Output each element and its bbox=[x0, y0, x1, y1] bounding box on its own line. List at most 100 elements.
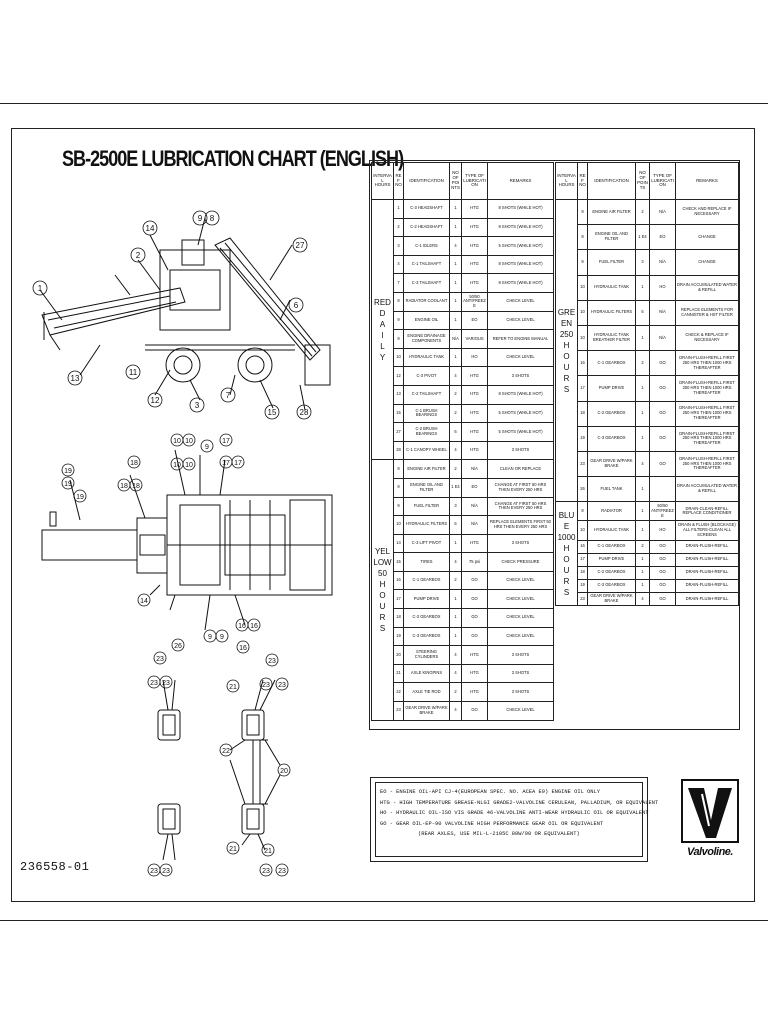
ref-cell: 23 bbox=[577, 450, 588, 478]
type-cell: HTG bbox=[461, 663, 488, 684]
remarks-cell: CHECK LEVEL bbox=[487, 589, 554, 610]
identification-cell: PUMP DRIVE bbox=[587, 375, 636, 402]
type-cell: HTG bbox=[461, 384, 488, 405]
ref-cell: 4 bbox=[393, 254, 404, 275]
points-cell: 1 bbox=[449, 626, 462, 647]
bottom-rule bbox=[0, 920, 768, 921]
points-cell: 4 bbox=[449, 552, 462, 572]
type-cell: GO bbox=[649, 450, 676, 478]
header-interval: INTERVAL HOURS bbox=[371, 162, 394, 200]
type-cell: HTG bbox=[461, 440, 488, 461]
svg-text:28: 28 bbox=[300, 408, 309, 417]
brand-name: Valvoline. bbox=[687, 846, 733, 858]
ref-cell: 26 bbox=[577, 476, 588, 503]
ref-cell: 10 bbox=[577, 520, 588, 541]
svg-text:16: 16 bbox=[250, 623, 258, 630]
remarks-cell: 8 SHOTS (WHILE HOT) bbox=[487, 217, 554, 238]
points-cell: 1 bbox=[449, 217, 462, 238]
identification-cell: C-2 HEADSHAFT bbox=[403, 217, 450, 238]
svg-text:23: 23 bbox=[150, 680, 158, 687]
remarks-cell: DRAIN-FLUSH-REFILL bbox=[675, 552, 739, 567]
ref-cell: 28 bbox=[393, 440, 404, 461]
remarks-cell: 3 SHOTS bbox=[487, 366, 554, 386]
remarks-cell: DRAIN-CLEAN-REFILL REPLACE CONDITIONER bbox=[675, 501, 739, 522]
svg-text:21: 21 bbox=[229, 846, 237, 853]
ref-cell: 9 bbox=[577, 198, 588, 226]
svg-text:9: 9 bbox=[205, 444, 209, 451]
points-cell: 1 E4 bbox=[449, 477, 462, 498]
legend-line: (REAR AXLES, USE MIL-L-2105C 80W/90 OR E… bbox=[418, 831, 580, 838]
points-cell: 1 bbox=[449, 254, 462, 275]
identification-cell: GEAR DRIVE W/PARK BRAKE bbox=[403, 701, 450, 721]
points-cell: 1 bbox=[635, 565, 650, 580]
remarks-cell: DRAIN ACCUMULATED WATER & REFILL bbox=[675, 274, 739, 301]
type-cell: N/A bbox=[649, 324, 676, 352]
ref-cell: 17 bbox=[577, 375, 588, 402]
type-cell: GO bbox=[649, 375, 676, 402]
identification-cell: C-2 BRUSH BEARINGS bbox=[403, 422, 450, 442]
remarks-cell: DRAIN-FLUSH-REFILL bbox=[675, 578, 739, 593]
type-cell: GO bbox=[649, 565, 676, 580]
points-cell: 1 bbox=[449, 533, 462, 554]
identification-cell: TIRES bbox=[403, 552, 450, 572]
remarks-cell: CHECK LEVEL bbox=[487, 310, 554, 331]
identification-cell: C-1 TAILSHAFT bbox=[403, 254, 450, 275]
svg-text:23: 23 bbox=[156, 656, 164, 663]
type-cell: 50/50 ANTIFREEZE bbox=[461, 291, 488, 312]
type-cell: GO bbox=[461, 608, 488, 628]
type-cell: 50/50 ANTIFREEZE bbox=[649, 501, 676, 522]
remarks-cell: 8 SHOTS (WHILE HOT) bbox=[487, 384, 554, 405]
type-cell: GO bbox=[649, 539, 676, 554]
document-number: 236558-01 bbox=[20, 860, 90, 874]
header-remarks: REMARKS bbox=[487, 162, 554, 200]
svg-text:13: 13 bbox=[71, 374, 80, 383]
remarks-cell: DRAIN-FLUSH-REFILL FIRST 250 HRS THEN 10… bbox=[675, 375, 739, 402]
remarks-cell: CHECK LEVEL bbox=[487, 347, 554, 368]
remarks-cell: DRAIN-FLUSH-REFILL bbox=[675, 565, 739, 580]
remarks-cell: CHECK LEVEL bbox=[487, 626, 554, 647]
identification-cell: C-1 GEARBOX bbox=[587, 539, 636, 554]
svg-text:6: 6 bbox=[294, 301, 299, 310]
points-cell: 1 bbox=[635, 324, 650, 352]
points-cell: 4 bbox=[449, 236, 462, 256]
type-cell: N/A bbox=[461, 459, 488, 479]
identification-cell: C-3 PIVOT bbox=[403, 366, 450, 386]
svg-text:20: 20 bbox=[280, 768, 288, 775]
svg-text:23: 23 bbox=[262, 682, 270, 689]
identification-cell: HYDRAULIC TANK bbox=[403, 347, 450, 368]
identification-cell: STEERING CYLINDERS bbox=[403, 645, 450, 665]
ref-cell: 7 bbox=[393, 273, 404, 293]
remarks-cell: CHECK PRESSURE bbox=[487, 552, 554, 572]
identification-cell: C-3 GEARBOX bbox=[587, 578, 636, 593]
svg-text:7: 7 bbox=[226, 391, 231, 400]
ref-cell: 9 bbox=[577, 224, 588, 251]
ref-cell: 27 bbox=[393, 422, 404, 442]
svg-text:21: 21 bbox=[229, 684, 237, 691]
identification-cell: HYDRAULIC FILTERS bbox=[587, 299, 636, 326]
remarks-cell: 3 SHOTS bbox=[487, 440, 554, 461]
remarks-cell: 3 SHOTS bbox=[487, 533, 554, 554]
svg-text:16: 16 bbox=[239, 645, 247, 652]
svg-text:8: 8 bbox=[210, 214, 215, 223]
type-cell: 75 psi bbox=[461, 552, 488, 572]
svg-text:12: 12 bbox=[151, 396, 160, 405]
